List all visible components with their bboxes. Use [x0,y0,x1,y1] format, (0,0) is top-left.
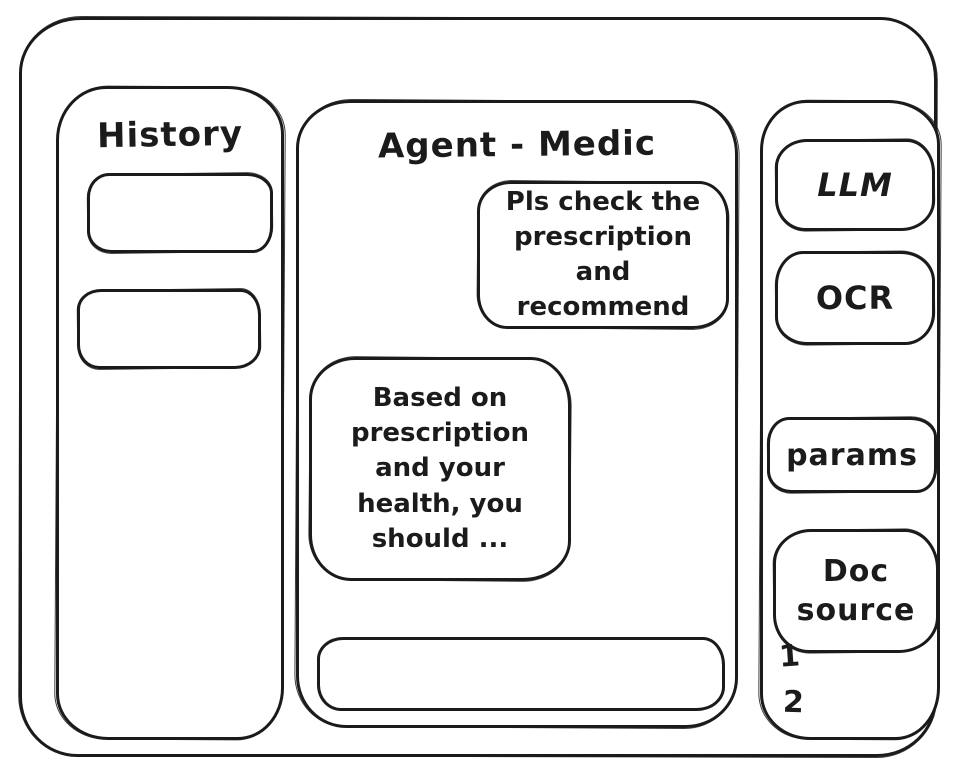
llm-button[interactable]: LLM [775,139,935,231]
history-item-1[interactable] [87,173,273,253]
ocr-button[interactable]: OCR [775,251,935,345]
llm-button-label: LLM [817,166,893,204]
history-item-2[interactable] [77,289,261,369]
user-message-text: Pls check the prescription and recommend [505,186,701,323]
history-panel-title: History [96,113,244,157]
tools-panel: LLM OCR params Doc source 1 2 [760,100,940,740]
assistant-message-text: Based on prescription and your health, y… [350,383,529,554]
message-input[interactable] [317,637,725,711]
chat-panel-title: Agent - Medic [377,123,657,167]
user-message-bubble: Pls check the prescription and recommend [477,181,729,329]
params-button[interactable]: params [767,417,937,493]
doc-source-item-2[interactable]: 2 [782,684,805,721]
doc-source-button-label: Doc source [796,554,916,628]
doc-source-button[interactable]: Doc source [773,529,939,653]
assistant-message-bubble: Based on prescription and your health, y… [309,357,571,581]
params-button-label: params [786,437,918,473]
history-panel: History [56,86,284,740]
doc-source-item-1[interactable]: 1 [777,638,802,675]
app-window: History Agent - Medic Pls check the pres… [19,17,940,757]
chat-panel: Agent - Medic Pls check the prescription… [296,100,738,728]
ocr-button-label: OCR [815,279,895,317]
